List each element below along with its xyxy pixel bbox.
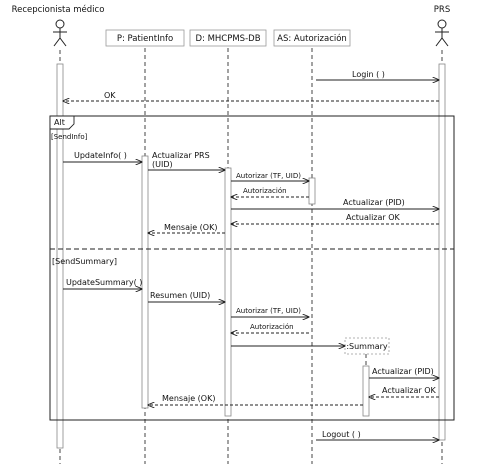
message-autorizar-1-label: Autorizar (TF, UID) bbox=[236, 172, 301, 180]
fragment-guard-sendsummary: [SendSummary] bbox=[52, 257, 117, 266]
message-ok-label: OK bbox=[104, 91, 116, 100]
message-actualizar-ok-1-label: Actualizar OK bbox=[346, 213, 401, 222]
object-db-label: D: MHCPMS-DB bbox=[195, 34, 260, 44]
message-autorizar-2-label: Autorizar (TF, UID) bbox=[236, 307, 301, 315]
activation-auth bbox=[308, 177, 316, 205]
stick-figure-icon bbox=[53, 19, 67, 47]
message-actualizar-pid-2-label: Actualizar (PID) bbox=[372, 367, 434, 376]
stick-figure-icon bbox=[435, 19, 449, 47]
message-actualizar-pid-1-label: Actualizar (PID) bbox=[343, 198, 405, 207]
message-updatesummary-label: UpdateSummary( ) bbox=[66, 278, 142, 287]
actor-prs-label: PRS bbox=[434, 5, 450, 15]
message-login-label: Login ( ) bbox=[352, 70, 385, 79]
activation-summary bbox=[362, 365, 370, 417]
actor-prs: PRS bbox=[434, 5, 450, 47]
message-updateinfo-label: UpdateInfo( ) bbox=[74, 151, 127, 160]
alt-fragment: Alt [SendInfo] [SendSummary] bbox=[49, 115, 455, 421]
message-mensaje-ok-1-label: Mensaje (OK) bbox=[164, 223, 217, 232]
object-db: D: MHCPMS-DB bbox=[189, 29, 267, 47]
message-mensaje-ok-2-label: Mensaje (OK) bbox=[162, 394, 215, 403]
message-autorizacion-1-label: Autorización bbox=[243, 187, 287, 195]
message-actualizar-prs-label-2: (UID) bbox=[152, 160, 173, 169]
fragment-operator: Alt bbox=[54, 118, 65, 127]
object-auth: AS: Autorización bbox=[273, 29, 351, 47]
activation-prs bbox=[438, 63, 446, 441]
object-summary: :Summary bbox=[344, 337, 390, 355]
object-patientinfo: P: PatientInfo bbox=[105, 29, 185, 47]
activation-patientinfo bbox=[141, 155, 149, 409]
fragment-guard-sendinfo: [SendInfo] bbox=[51, 133, 88, 141]
object-summary-label: :Summary bbox=[346, 342, 388, 351]
message-actualizar-ok-2-label: Actualizar OK bbox=[382, 386, 437, 395]
object-auth-label: AS: Autorización bbox=[277, 33, 347, 44]
actor-recepcionista: Recepcionista médico bbox=[12, 4, 105, 47]
message-autorizacion-2-label: Autorización bbox=[250, 323, 294, 331]
actor-recepcionista-label: Recepcionista médico bbox=[12, 4, 105, 15]
activation-db bbox=[224, 167, 232, 417]
message-actualizar-prs-label-1: Actualizar PRS bbox=[152, 151, 210, 160]
object-patientinfo-label: P: PatientInfo bbox=[117, 34, 173, 44]
activation-recepcionista bbox=[56, 63, 64, 449]
message-logout-label: Logout ( ) bbox=[322, 430, 361, 439]
message-resumen-label: Resumen (UID) bbox=[150, 291, 210, 300]
